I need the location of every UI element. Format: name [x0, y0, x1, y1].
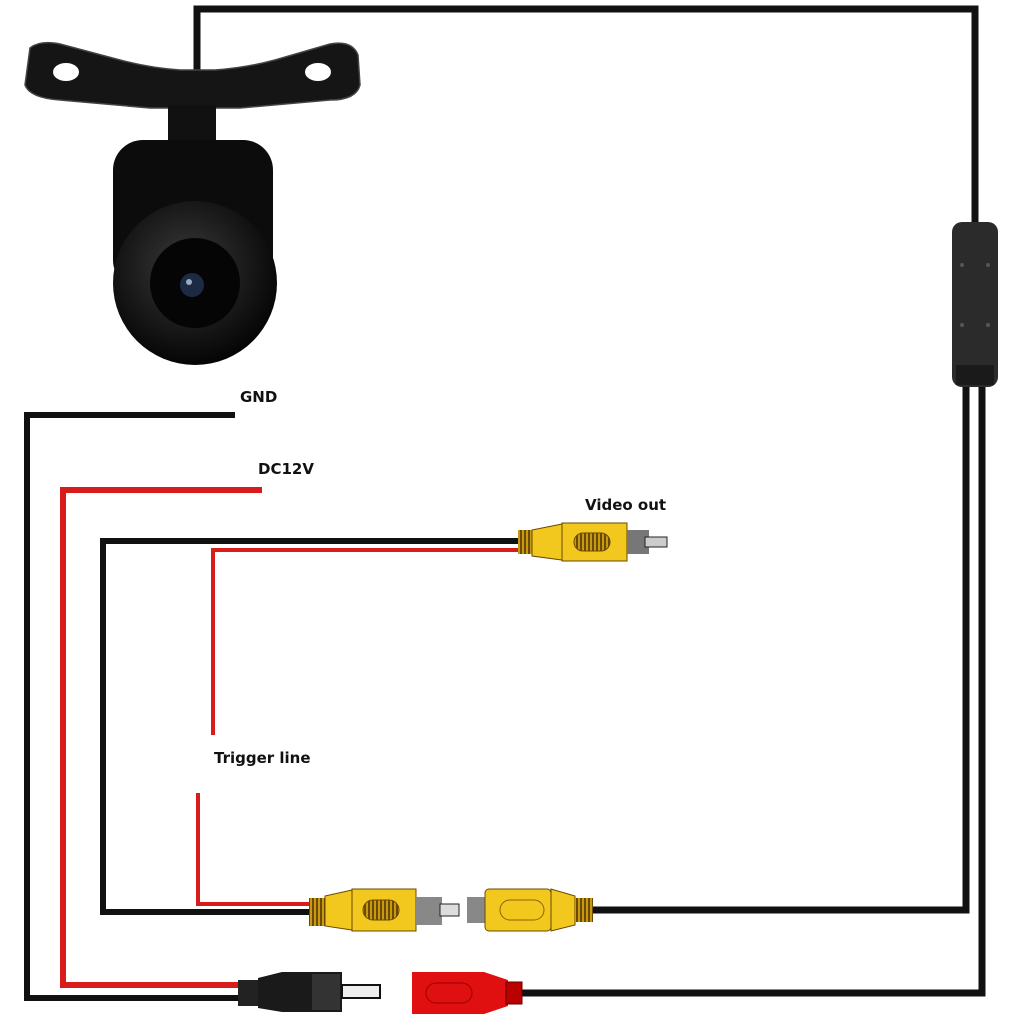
- gnd-wire: [24, 412, 240, 1001]
- power-socket-red: [412, 972, 523, 1014]
- video-out-rca-plug: [518, 522, 668, 562]
- video-out-label: Video out: [585, 496, 667, 514]
- trigger-line-label: Trigger line: [214, 749, 311, 767]
- video-out-red-wire: [211, 548, 520, 735]
- inline-connector: [952, 222, 998, 387]
- dc-power-plug: [238, 972, 381, 1012]
- dc12v-label: DC12V: [258, 460, 314, 478]
- power-female-cable: [520, 385, 986, 997]
- camera-cable: [193, 5, 979, 225]
- video-female-cable: [592, 385, 970, 914]
- video-in-rca-plug: [309, 888, 460, 932]
- dc12v-wire: [60, 487, 262, 988]
- gnd-label: GND: [240, 388, 278, 406]
- video-out-black-wire: [100, 538, 520, 915]
- wires: [24, 5, 986, 1001]
- camera-icon: [24, 41, 361, 365]
- trigger-red-wire: [196, 793, 310, 906]
- camera-video-rca-socket: [467, 888, 593, 932]
